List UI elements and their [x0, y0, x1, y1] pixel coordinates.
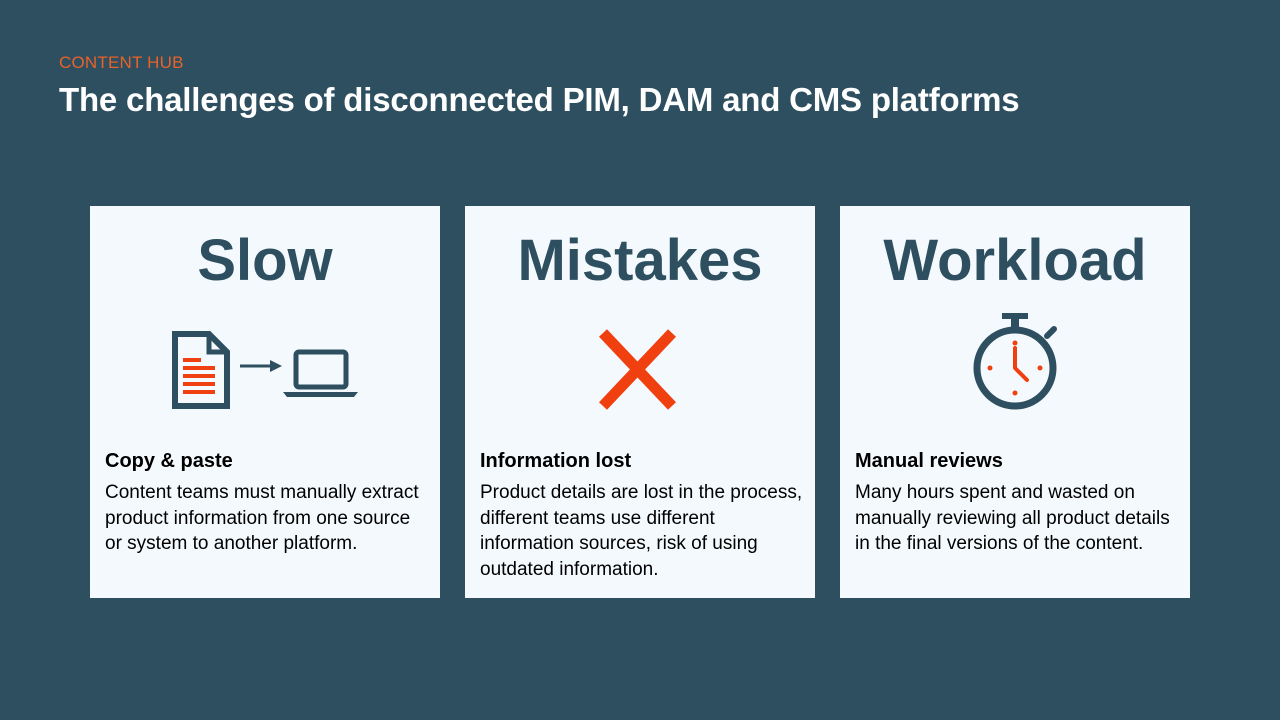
document-to-laptop-icon: [90, 310, 440, 414]
card-heading: Mistakes: [517, 228, 763, 293]
card-text: Product details are lost in the process,…: [480, 482, 803, 580]
eyebrow-label: CONTENT HUB: [59, 53, 184, 72]
card-mistakes: Mistakes Information lost Product detail…: [465, 206, 815, 598]
card-subtitle: Copy & paste: [105, 450, 233, 472]
card-slow: Slow Copy & paste Content teams must man…: [90, 206, 440, 598]
card-subtitle: Manual reviews: [855, 450, 1003, 472]
page-title: The challenges of disconnected PIM, DAM …: [59, 81, 1020, 118]
red-x-icon: [465, 310, 815, 414]
card-text: Many hours spent and wasted on manually …: [855, 482, 1170, 554]
card-workload: Workload Manual reviews Many hours spent…: [840, 206, 1190, 598]
card-text: Content teams must manually extract prod…: [105, 482, 419, 554]
card-subtitle: Information lost: [480, 450, 632, 472]
card-heading: Slow: [197, 228, 333, 293]
card-heading: Workload: [883, 228, 1147, 293]
stopwatch-icon: [840, 310, 1190, 414]
